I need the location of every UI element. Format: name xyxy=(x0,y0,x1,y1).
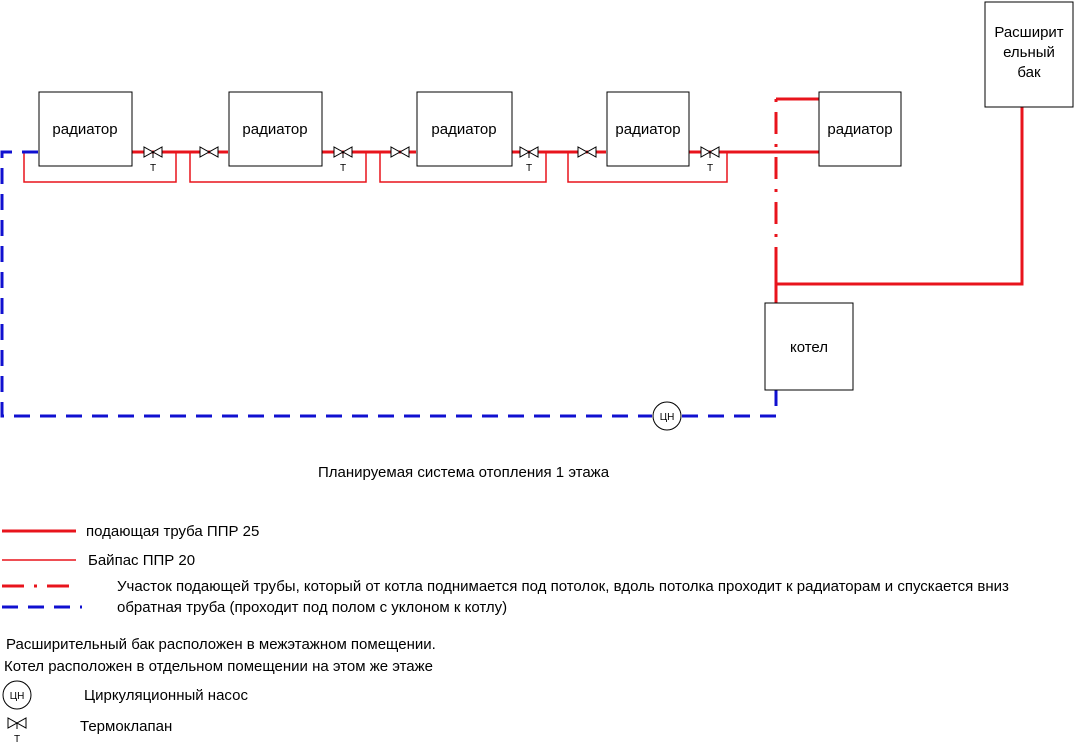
valve-mark: Т xyxy=(150,163,156,174)
tank-label-line2: ельный xyxy=(1003,44,1055,61)
radiator-label: радиатор xyxy=(242,121,307,138)
valve-legend-mark: Т xyxy=(14,734,20,745)
thermo-valve-icon: Т xyxy=(700,146,720,174)
legend-return-label: обратная труба (проходит под полом с укл… xyxy=(117,599,507,616)
pump-symbol: ЦН xyxy=(660,412,675,423)
radiator: радиатор xyxy=(228,91,323,167)
circulation-pump-icon: ЦН xyxy=(652,401,682,431)
return-pipe-right xyxy=(682,390,778,418)
radiator: радиатор xyxy=(38,91,133,167)
thermo-valve-icon: Т xyxy=(519,146,539,174)
tank-label-line3: бак xyxy=(1017,64,1041,81)
radiator-label: радиатор xyxy=(52,121,117,138)
valve-mark: Т xyxy=(707,163,713,174)
return-pipe-left xyxy=(0,150,652,418)
shutoff-valve-icon xyxy=(390,146,410,158)
note-boiler: Котел расположен в отдельном помещении н… xyxy=(4,658,433,675)
shutoff-valve-icon xyxy=(577,146,597,158)
valve-mark: Т xyxy=(340,163,346,174)
legend: подающая труба ППР 25 Байпас ППР 20 Учас… xyxy=(2,523,1009,616)
legend-bypass-label: Байпас ППР 20 xyxy=(88,552,195,569)
radiator-label: радиатор xyxy=(615,121,680,138)
pump-legend-label: Циркуляционный насос xyxy=(84,687,248,704)
boiler-label: котел xyxy=(790,339,828,356)
expansion-tank: Расширит ельный бак xyxy=(984,1,1074,108)
radiator-label: радиатор xyxy=(431,121,496,138)
pump-legend-symbol: ЦН xyxy=(10,691,25,702)
legend-riser-label: Участок подающей трубы, который от котла… xyxy=(117,578,1009,595)
thermo-valve-icon: Т xyxy=(333,146,353,174)
tank-label-line1: Расширит xyxy=(994,24,1063,41)
pump-legend-icon xyxy=(2,680,32,710)
valve-mark: Т xyxy=(526,163,532,174)
radiator: радиатор xyxy=(606,91,690,167)
radiator-label: радиатор xyxy=(827,121,892,138)
shutoff-valve-icon xyxy=(199,146,219,158)
note-tank: Расширительный бак расположен в межэтажн… xyxy=(6,636,436,653)
legend-supply-label: подающая труба ППР 25 xyxy=(86,523,259,540)
thermo-valve-icon: Т xyxy=(143,146,163,174)
radiator: радиатор xyxy=(818,91,902,167)
radiator: радиатор xyxy=(416,91,513,167)
valve-legend-label: Термоклапан xyxy=(80,718,172,735)
diagram-caption: Планируемая система отопления 1 этажа xyxy=(318,464,610,481)
boiler: котел xyxy=(764,302,854,391)
bypass-pipes xyxy=(23,152,728,183)
symbol-legend: ЦН Циркуляционный насос Т Термоклапан xyxy=(2,680,248,745)
